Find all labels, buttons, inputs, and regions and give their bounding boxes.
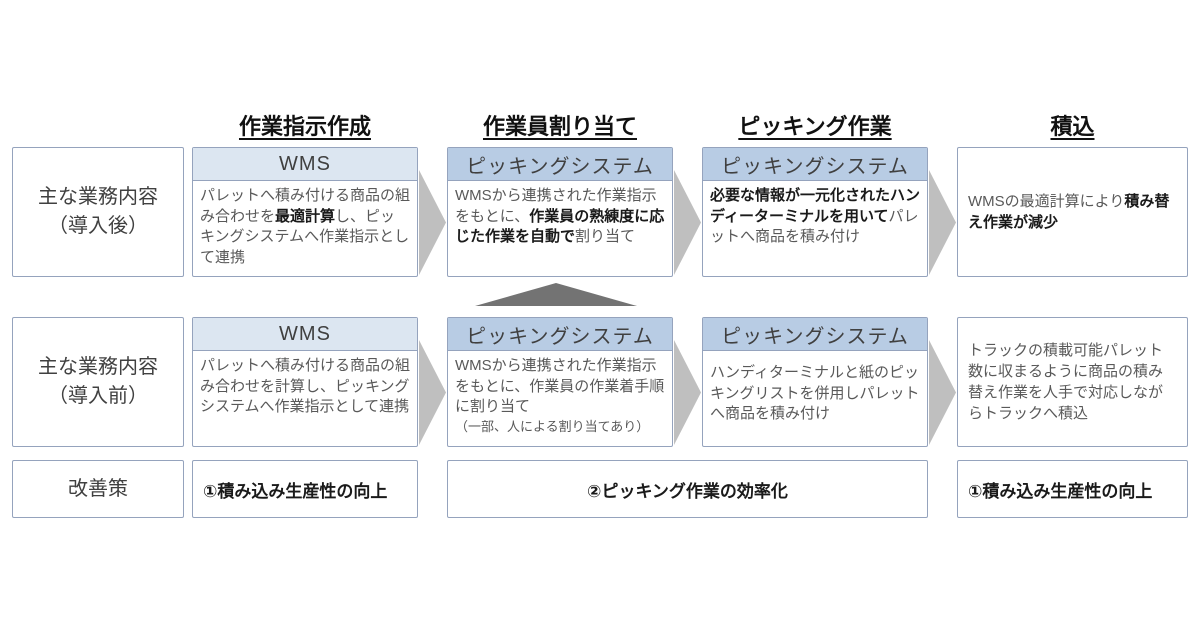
row-label-after: 主な業務内容 （導入後） (12, 147, 184, 277)
flow-arrow-right-icon (419, 340, 446, 445)
column-header-loading: 積込 (957, 108, 1188, 142)
flow-arrow-right-icon (419, 170, 446, 275)
improvement-item-loading-1: ①積み込み生産性の向上 (192, 460, 418, 518)
column-header-label: 作業指示作成 (238, 114, 371, 139)
body-text: し、ピッキングシステムへ作業指示として連携 (200, 207, 410, 267)
flow-arrow-right-icon (929, 340, 956, 445)
after-picking-assign-body: WMSから連携された作業指示をもとに、作業員の熟練度に応じた作業を自動で割り当て (448, 181, 672, 276)
system-header-picking: ピッキングシステム (703, 148, 927, 181)
body-text-bold: 最適計算 (275, 207, 336, 225)
system-header-wms: WMS (193, 148, 417, 181)
body-text: パレットへ積み付ける商品の組み合わせを (200, 187, 411, 225)
column-header-work-instruction: 作業指示作成 (192, 108, 418, 142)
row-label-before: 主な業務内容 （導入前） (12, 317, 184, 447)
body-text: パレットへ積み付ける商品の組み合わせを計算し、ピッキングシステムへ作業指示として… (200, 357, 411, 416)
before-wms-body: パレットへ積み付ける商品の組み合わせを計算し、ピッキングシステムへ作業指示として… (193, 351, 417, 446)
merge-up-triangle-icon (475, 283, 637, 306)
body-note-text: （一部、人による割り当てあり） (455, 419, 650, 435)
flow-arrow-right-icon (674, 340, 701, 445)
after-picking-assign-box: ピッキングシステム WMSから連携された作業指示をもとに、作業員の熟練度に応じた… (447, 147, 673, 277)
after-loading-body: WMSの最適計算により積み替え作業が減少 (968, 191, 1177, 233)
column-header-label: 積込 (1050, 114, 1095, 139)
after-loading-box: WMSの最適計算により積み替え作業が減少 (957, 147, 1188, 277)
after-wms-box: WMS パレットへ積み付ける商品の組み合わせを最適計算し、ピッキングシステムへ作… (192, 147, 418, 277)
system-header-picking: ピッキングシステム (703, 318, 927, 351)
before-picking-work-box: ピッキングシステム ハンディターミナルと紙のピッキングリストを併用しパレットへ商… (702, 317, 928, 447)
after-wms-body: パレットへ積み付ける商品の組み合わせを最適計算し、ピッキングシステムへ作業指示と… (193, 181, 417, 276)
before-picking-work-body: ハンディターミナルと紙のピッキングリストを併用しパレットへ商品を積み付け (703, 351, 927, 446)
body-text: WMSから連携された作業指示をもとに、 (455, 187, 657, 225)
after-picking-work-box: ピッキングシステム 必要な情報が一元化されたハンディーターミナルを用いてパレット… (702, 147, 928, 277)
system-header-picking: ピッキングシステム (448, 148, 672, 181)
improvement-item-loading-2: ①積み込み生産性の向上 (957, 460, 1188, 518)
before-picking-assign-body: WMSから連携された作業指示をもとに、作業員の作業着手順に割り当て （一部、人によ… (448, 351, 672, 446)
row-label-improvement: 改善策 (12, 460, 184, 518)
system-header-wms: WMS (193, 318, 417, 351)
before-wms-box: WMS パレットへ積み付ける商品の組み合わせを計算し、ピッキングシステムへ作業指… (192, 317, 418, 447)
body-text-bold: 積み替え作業が減少 (968, 193, 1170, 231)
body-text: WMSから連携された作業指示をもとに、作業員の作業着手順に割り当て (455, 357, 665, 416)
body-text: トラックの積載可能パレット数に収まるように商品の積み替え作業を人手で対応しながら… (968, 342, 1164, 422)
body-text: 割り当て (575, 228, 636, 246)
column-header-picking-work: ピッキング作業 (702, 108, 928, 142)
before-picking-assign-box: ピッキングシステム WMSから連携された作業指示をもとに、作業員の作業着手順に割… (447, 317, 673, 447)
before-loading-body: トラックの積載可能パレット数に収まるように商品の積み替え作業を人手で対応しながら… (968, 340, 1177, 424)
body-text: パレットへ商品を積み付け (710, 207, 919, 246)
body-text: ハンディターミナルと紙のピッキングリストを併用しパレットへ商品を積み付け (710, 364, 920, 423)
column-header-label: ピッキング作業 (738, 114, 892, 139)
body-text: WMSの最適計算により (968, 193, 1125, 210)
body-text-bold: 作業員の熟練度に応じた作業を自動で (455, 207, 665, 246)
flow-arrow-right-icon (929, 170, 956, 275)
column-header-worker-assignment: 作業員割り当て (447, 108, 673, 142)
system-header-picking: ピッキングシステム (448, 318, 672, 351)
flow-arrow-right-icon (674, 170, 701, 275)
improvement-item-picking: ②ピッキング作業の効率化 (447, 460, 928, 518)
before-loading-box: トラックの積載可能パレット数に収まるように商品の積み替え作業を人手で対応しながら… (957, 317, 1188, 447)
body-text-bold: 必要な情報が一元化されたハンディーターミナルを用いて (710, 187, 921, 225)
column-header-label: 作業員割り当て (482, 114, 637, 139)
after-picking-work-body: 必要な情報が一元化されたハンディーターミナルを用いてパレットへ商品を積み付け (703, 181, 927, 276)
